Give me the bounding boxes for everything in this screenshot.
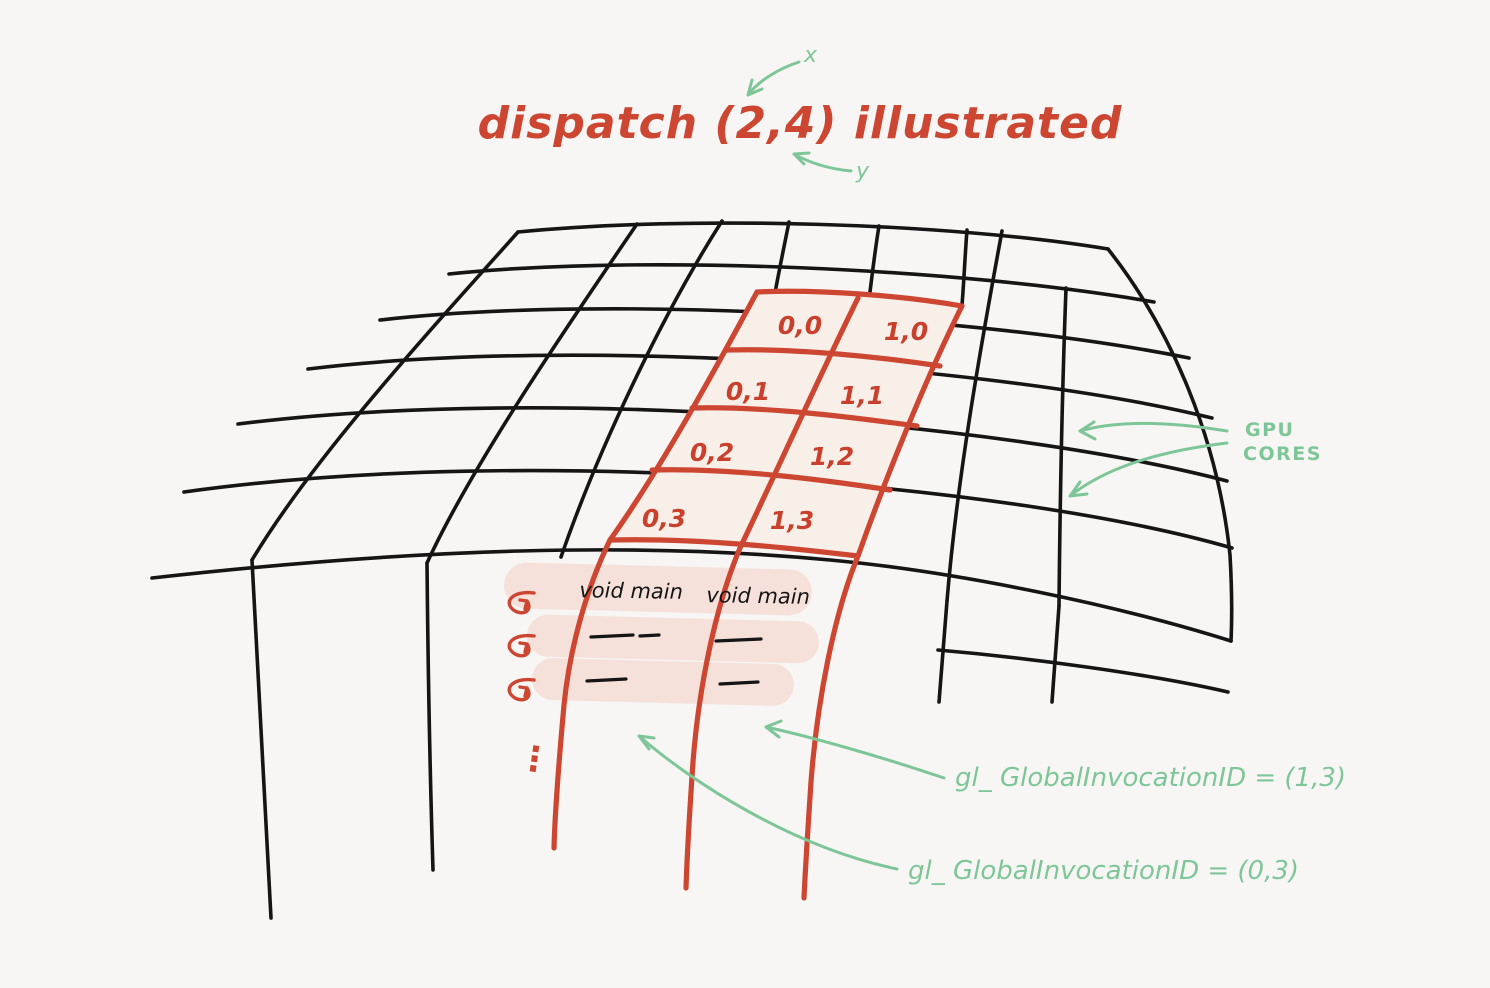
code-line-dashes (585, 633, 763, 686)
dispatch-row-line (607, 537, 861, 559)
code-dash (589, 633, 635, 639)
invocation-id-callouts: gl_ GlobalInvocationID = (1,3) gl_ Globa… (637, 719, 1346, 886)
x-axis-arrow-icon (746, 60, 801, 97)
code-dash (718, 680, 760, 686)
cell-label-0-0: 0,0 (778, 311, 822, 340)
grid-line (425, 222, 639, 565)
iteration-loop-arrows (507, 590, 536, 702)
workgroup-header-right: void main (706, 583, 810, 609)
highlight-band (504, 562, 812, 616)
gpu-cores-label-line1: GPU (1245, 419, 1294, 441)
cell-label-0-2: 0,2 (690, 438, 734, 467)
grid-line (1057, 286, 1068, 608)
grid-line (150, 548, 1233, 643)
grid-line (1106, 247, 1234, 643)
code-dash (714, 637, 763, 643)
grid-line (516, 221, 1110, 251)
gpu-cores-arrow-lower-icon (1068, 441, 1229, 498)
dispatch-row-line (649, 467, 893, 493)
grid-line (250, 230, 520, 562)
highlight-band (532, 658, 794, 706)
invocation-arrow-left-column-icon (637, 734, 899, 871)
more-workgroups-ellipsis: ⋮ (515, 737, 554, 781)
gpu-cores-callout: GPU CORES (1068, 419, 1322, 498)
grid-line (936, 648, 1230, 694)
code-highlight-bands (504, 562, 819, 706)
gpu-cores-label-line2: CORES (1243, 443, 1322, 465)
cell-label-0-3: 0,3 (642, 504, 686, 533)
invocation-id-label-left: gl_ GlobalInvocationID = (0,3) (908, 856, 1299, 886)
axis-annotations (746, 60, 853, 173)
dispatch-column-line (551, 289, 760, 851)
highlight-band (527, 614, 819, 664)
grid-line (559, 219, 724, 559)
diagram-title: dispatch (2,4) illustrated (478, 98, 1123, 149)
grid-line (937, 599, 949, 704)
dispatch-row-line (689, 405, 920, 429)
grid-line (960, 228, 969, 307)
cell-label-1-3: 1,3 (770, 506, 814, 535)
grid-line (425, 561, 435, 872)
dispatch-region-outline (551, 288, 965, 901)
loop-arrow-icon (507, 677, 536, 702)
invocation-cell-labels: 0,0 1,0 0,1 1,1 0,2 1,2 0,3 1,3 (642, 311, 928, 535)
y-axis-label: y (855, 159, 870, 184)
cell-label-1-2: 1,2 (810, 442, 854, 471)
workgroup-header-left: void main (579, 578, 683, 604)
code-dash (638, 633, 661, 638)
cell-label-1-1: 1,1 (840, 381, 884, 410)
workgroup-code: void main void main (579, 578, 810, 686)
dispatch-column-line (801, 303, 965, 901)
grid-line (773, 220, 791, 295)
loop-arrow-icon (507, 633, 536, 658)
invocation-arrow-right-column-icon (764, 719, 946, 780)
invocation-id-label-right: gl_ GlobalInvocationID = (1,3) (955, 763, 1346, 793)
grid-line (250, 558, 273, 920)
y-axis-arrow-icon (792, 151, 853, 173)
code-dash (585, 677, 628, 683)
grid-line (945, 229, 1004, 603)
cell-label-0-1: 0,1 (726, 377, 770, 406)
cell-label-1-0: 1,0 (884, 317, 928, 346)
gpu-cores-arrow-upper-icon (1078, 420, 1229, 441)
loop-arrow-icon (507, 590, 536, 615)
x-axis-label: x (803, 43, 818, 68)
dispatch-column-line (683, 295, 861, 891)
grid-line (1050, 604, 1061, 704)
dispatch-row-line (724, 347, 943, 369)
dispatch-row-line (754, 288, 965, 309)
